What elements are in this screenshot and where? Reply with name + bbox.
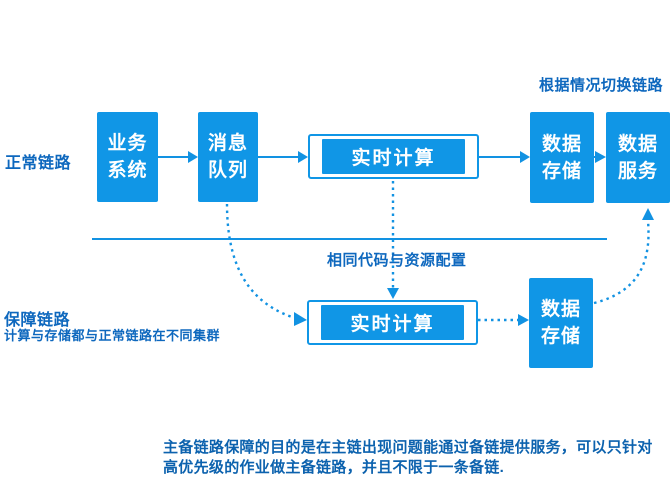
- arrowhead-backup-storage-to-service-icon: [642, 208, 654, 220]
- node-realtime-compute-main-inner: 实时计算: [322, 139, 465, 174]
- label-switch-hint: 根据情况切换链路: [539, 77, 664, 94]
- arrowhead-business-to-mq-icon: [188, 151, 198, 163]
- node-data-storage-main-line2: 存储: [541, 160, 582, 182]
- arrowhead-backup-compute-to-backup-storage-icon: [518, 314, 529, 326]
- node-data-storage-main: 数据 存储: [530, 112, 594, 203]
- arrowhead-mq-to-compute-icon: [298, 151, 308, 163]
- node-data-service: 数据 服务: [606, 112, 670, 203]
- arrowhead-compute-to-storage-icon: [520, 151, 530, 163]
- arrowhead-compute-to-backup-compute-icon: [387, 288, 399, 299]
- node-message-queue-line1: 消息: [207, 133, 248, 154]
- arrowhead-mq-to-backup-compute-icon: [294, 312, 307, 326]
- note-line-1: 主备链路保障的目的是在主链出现问题能通过备链提供服务，可以只针对: [163, 439, 653, 456]
- node-data-service-line2: 服务: [617, 160, 658, 182]
- node-data-storage-backup-line1: 数据: [540, 299, 581, 320]
- node-data-storage-backup-line2: 存储: [540, 326, 581, 347]
- node-data-service-line1: 数据: [617, 133, 658, 155]
- node-realtime-compute-backup-inner: 实时计算: [321, 305, 464, 340]
- label-backup-link: 保障链路: [4, 312, 71, 329]
- arrowhead-storage-to-service-icon: [595, 151, 606, 163]
- node-message-queue: 消息 队列: [198, 112, 258, 202]
- node-business-system-line1: 业务: [107, 133, 148, 154]
- node-realtime-compute-backup: 实时计算: [307, 300, 478, 345]
- label-backup-link-detail: 计算与存储都与正常链路在不同集群: [4, 328, 221, 343]
- label-normal-link: 正常链路: [5, 155, 72, 172]
- node-message-queue-line2: 队列: [207, 160, 248, 181]
- node-realtime-compute-main: 实时计算: [308, 134, 479, 179]
- dotted-mq-to-backup-compute: [225, 203, 293, 319]
- dotted-backup-storage-to-service: [593, 220, 650, 305]
- node-business-system: 业务 系统: [97, 112, 158, 202]
- note-line-2: 高优先级的作业做主备链路，并且不限于一条备链.: [163, 459, 505, 476]
- label-same-code-hint: 相同代码与资源配置: [327, 252, 467, 269]
- node-data-storage-main-line1: 数据: [541, 133, 582, 155]
- node-data-storage-backup: 数据 存储: [529, 278, 593, 368]
- node-business-system-line2: 系统: [107, 160, 148, 181]
